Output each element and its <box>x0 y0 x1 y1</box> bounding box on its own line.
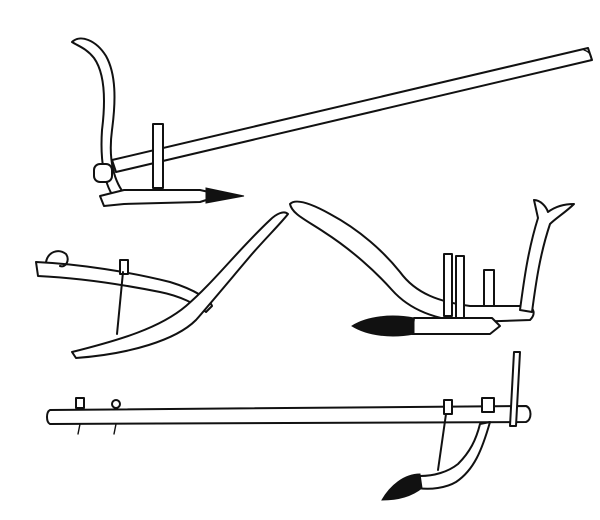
plough-bottom-handle <box>509 351 521 427</box>
plough-top-beam <box>111 47 593 173</box>
plough-bottom-beam <box>46 405 532 425</box>
plough-middle-right-share <box>351 315 415 337</box>
plough-top-bolt <box>93 163 113 183</box>
plough-bottom-collar-2 <box>481 397 495 413</box>
plough-top-share <box>205 187 245 204</box>
plough-middle-left <box>35 211 289 359</box>
plough-bottom-pegs <box>75 397 121 435</box>
plough-middle-right-sole <box>411 317 501 335</box>
plough-middle-right-post-3 <box>483 269 495 307</box>
plough-bottom <box>46 351 532 501</box>
plough-top-sole <box>99 189 223 207</box>
plough-middle-right-post-2 <box>455 255 465 321</box>
plough-middle-left-handle <box>71 211 289 359</box>
plough-bottom-collar-1 <box>443 399 453 415</box>
plough-bottom-stilt <box>437 413 447 471</box>
plough-middle-left-stilt <box>116 271 124 335</box>
plough-top <box>71 37 593 207</box>
plough-middle-right <box>289 199 575 337</box>
plough-middle-right-handle <box>519 199 575 313</box>
plough-middle-left-collar <box>119 259 129 275</box>
plough-bottom-share <box>381 473 423 501</box>
plough-bottom-sole <box>417 421 491 490</box>
plough-top-stilt <box>152 123 164 189</box>
plough-middle-right-post-1 <box>443 253 453 317</box>
plough-middle-left-hook <box>45 250 69 268</box>
plough-middle-right-beam <box>289 200 535 323</box>
